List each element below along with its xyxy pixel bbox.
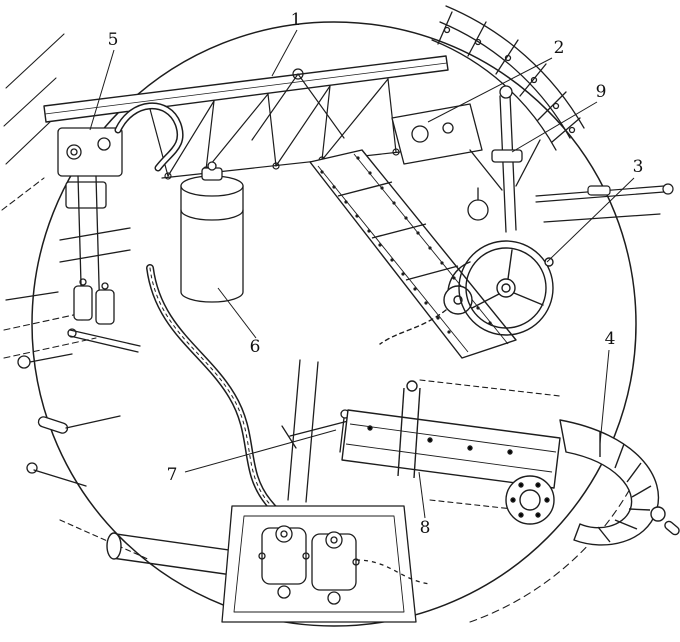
carburetor-assembly xyxy=(5,102,184,487)
corner-structure-lines xyxy=(1,33,641,623)
elevation-lever xyxy=(281,359,353,503)
callout-5: 5 xyxy=(107,30,119,50)
mount-bracket xyxy=(391,103,483,165)
callout-8: 8 xyxy=(419,518,431,538)
turret-ring xyxy=(31,21,637,627)
main-beam xyxy=(43,55,449,123)
callout-3: 3 xyxy=(632,157,644,177)
control-post xyxy=(467,85,541,233)
gun-receiver xyxy=(341,380,561,525)
callout-9: 9 xyxy=(595,82,607,102)
base-plate-pumps xyxy=(221,505,431,623)
callout-7: 7 xyxy=(166,465,178,485)
leader-lines xyxy=(89,29,635,519)
handwheel xyxy=(379,240,554,345)
callout-1: 1 xyxy=(290,10,302,30)
link-rods xyxy=(535,183,674,223)
oil-tank-cylinder xyxy=(180,161,244,303)
callout-6: 6 xyxy=(249,337,261,357)
flexible-hose xyxy=(146,264,322,540)
cartridge-chute xyxy=(559,419,680,546)
fuselage-cowl-arc xyxy=(431,5,585,151)
callout-2: 2 xyxy=(553,38,565,58)
callout-4: 4 xyxy=(604,329,616,349)
